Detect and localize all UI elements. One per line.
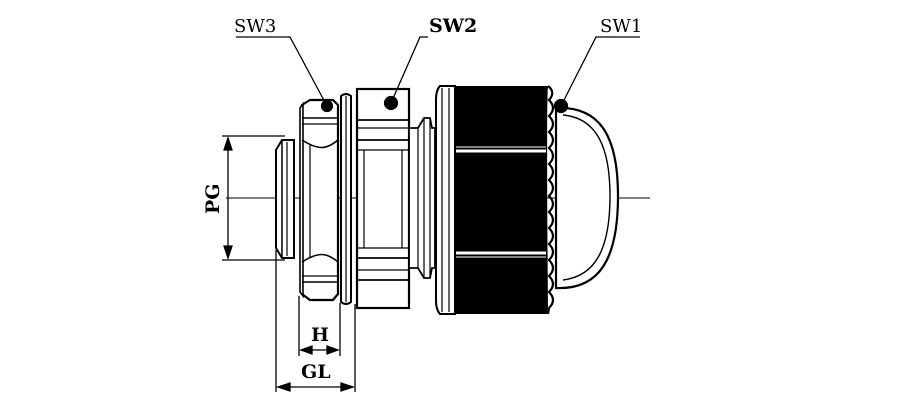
callout-sw2: SW2	[429, 15, 477, 37]
h-label: H	[311, 324, 329, 346]
h-dimension	[298, 296, 341, 356]
lock-nut-sw2	[355, 87, 411, 310]
body-hex-nut-sw3	[299, 98, 340, 302]
entry-thread	[275, 139, 295, 259]
gl-dimension	[275, 250, 356, 392]
dome-seal	[553, 98, 620, 290]
sealing-ring	[340, 93, 352, 305]
pg-label: PG	[202, 183, 224, 214]
pg-dimension	[222, 135, 285, 261]
gl-label: GL	[301, 361, 331, 383]
callout-leaders	[236, 36, 640, 107]
callout-sw3: SW3	[234, 16, 276, 37]
cap-nut-sw1	[435, 85, 555, 315]
middle-thread	[408, 117, 436, 279]
callout-sw1: SW1	[600, 16, 642, 37]
